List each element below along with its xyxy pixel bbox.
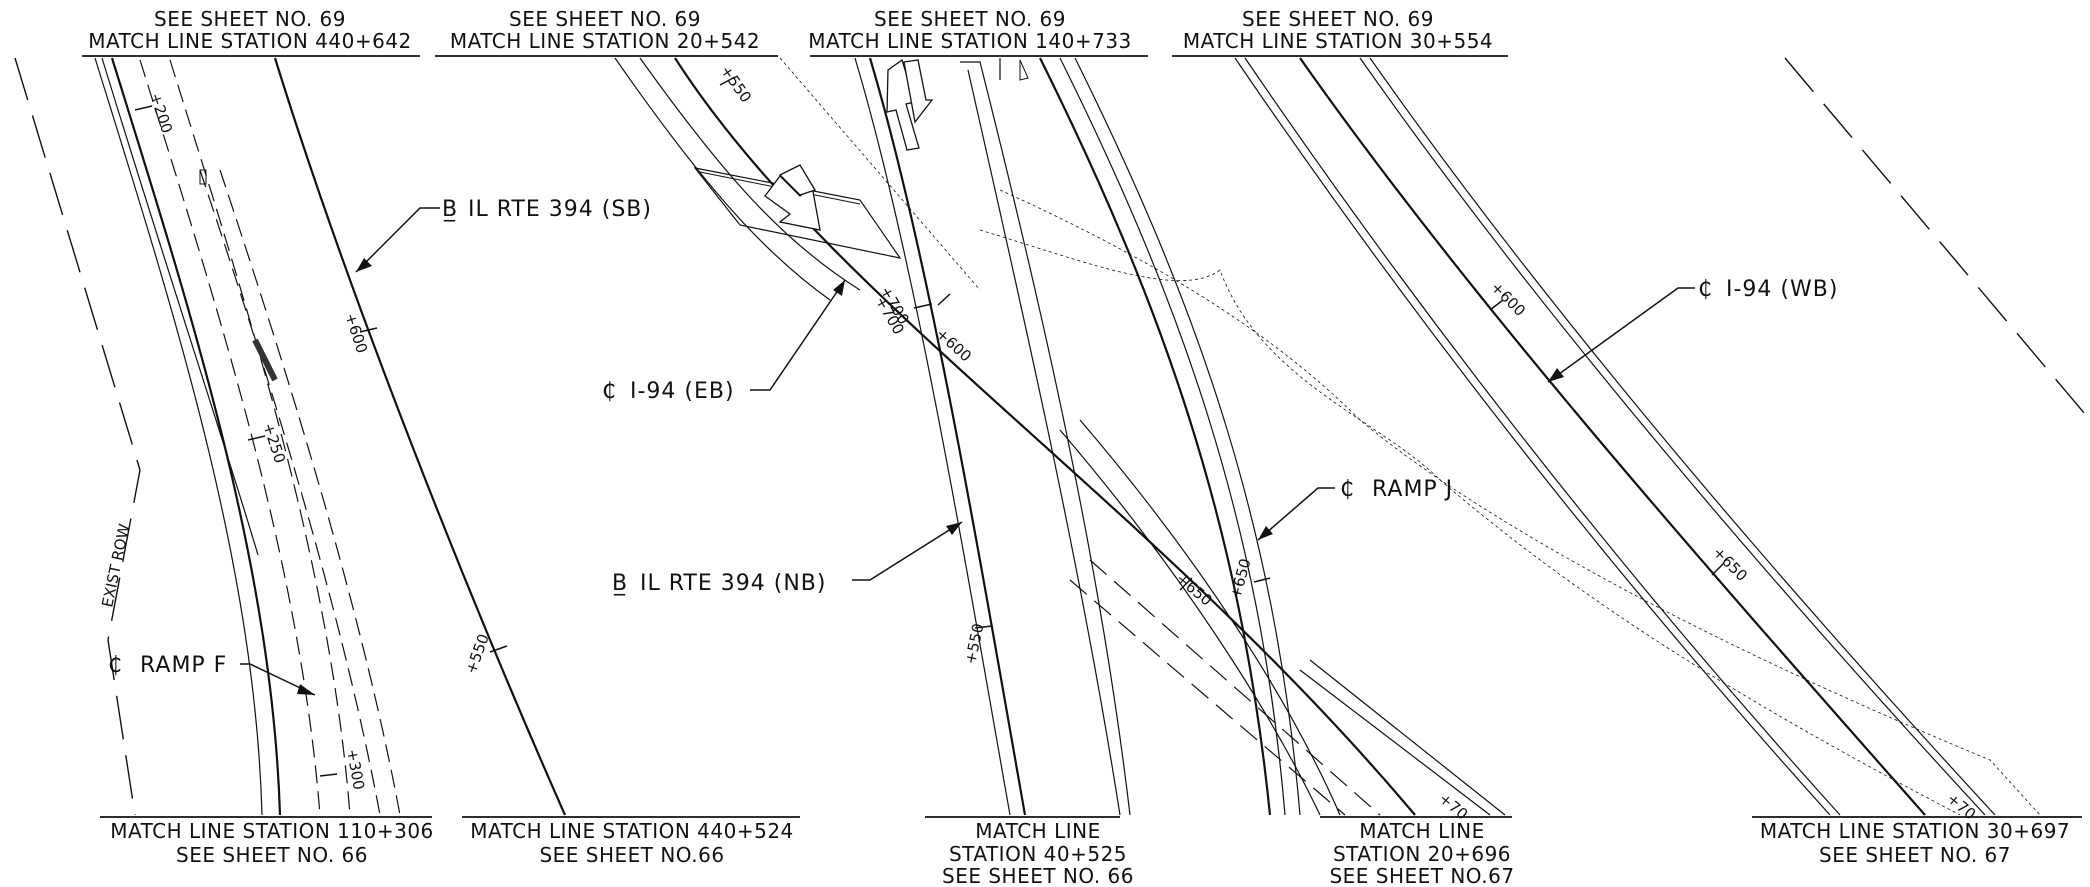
ramp-f-roadway <box>94 57 401 816</box>
station-text: STATION 40+525 <box>949 842 1127 866</box>
see-sheet-text: SEE SHEET NO. 67 <box>1819 843 2011 867</box>
label-i94-eb: ₵ I-94 (EB) <box>602 279 846 404</box>
label-text: IL RTE 394 (SB) <box>468 197 652 222</box>
label-i94-wb: ₵ I-94 (WB) <box>1547 277 1838 383</box>
centerline-symbol: ₵ <box>1340 477 1355 502</box>
match-line-footer-bottom-5: MATCH LINE STATION 30+697 SEE SHEET NO. … <box>1752 816 2082 867</box>
see-sheet-text: SEE SHEET NO. 69 <box>1242 7 1434 31</box>
il394-nb-baseline <box>868 57 1027 816</box>
label-il394-nb: B̲ IL RTE 394 (NB) <box>612 521 963 596</box>
match-line-header-top-4: SEE SHEET NO. 69 MATCH LINE STATION 30+5… <box>1172 7 1508 57</box>
see-sheet-text: SEE SHEET NO. 66 <box>176 843 368 867</box>
see-sheet-text: SEE SHEET NO. 69 <box>509 7 701 31</box>
match-line-text: MATCH LINE <box>1359 819 1484 843</box>
station-label: +200 <box>146 91 176 136</box>
match-line-header-top-3: SEE SHEET NO. 69 MATCH LINE STATION 140+… <box>808 7 1148 57</box>
station-label: +300 <box>343 748 368 792</box>
il394-sb-station-ticks <box>359 327 508 653</box>
see-sheet-text: SEE SHEET NO.66 <box>539 843 724 867</box>
baseline-symbol: B̲ <box>442 197 458 222</box>
il394-sb-baseline <box>273 57 567 816</box>
label-text: I-94 (WB) <box>1726 277 1838 302</box>
i94-eb-roadway <box>614 57 1506 816</box>
ramp-j-centerline <box>1039 57 1272 816</box>
match-line-text: MATCH LINE STATION 440+642 <box>88 29 412 53</box>
ramp-j-roadway <box>960 57 1301 816</box>
match-line-text: MATCH LINE STATION 140+733 <box>808 29 1132 53</box>
label-il394-sb: B̲ IL RTE 394 (SB) <box>355 197 652 273</box>
label-text: RAMP F <box>140 653 227 678</box>
match-line-text: MATCH LINE STATION 110+306 <box>110 819 434 843</box>
ramp-f-station-ticks <box>134 105 338 777</box>
i94-eb-centerline <box>674 57 1416 816</box>
see-sheet-text: SEE SHEET NO. 69 <box>154 7 346 31</box>
centerline-symbol: ₵ <box>108 653 123 678</box>
match-line-text: MATCH LINE STATION 30+554 <box>1183 29 1493 53</box>
centerline-symbol: ₵ <box>1698 277 1713 302</box>
see-sheet-text: SEE SHEET NO.67 <box>1329 864 1514 887</box>
row-dotted-lines <box>779 57 2041 816</box>
match-line-text: MATCH LINE STATION 20+542 <box>450 29 760 53</box>
i94-wb-station-ticks <box>1489 299 1725 576</box>
label-ramp-j: ₵ RAMP J <box>1257 477 1453 541</box>
match-line-footer-bottom-2: MATCH LINE STATION 440+524 SEE SHEET NO.… <box>462 816 800 867</box>
i94-wb-roadway <box>1234 57 1996 816</box>
match-line-footer-bottom-1: MATCH LINE STATION 110+306 SEE SHEET NO.… <box>100 816 434 867</box>
i94-wb-centerline <box>1299 57 1926 816</box>
station-label: +600 <box>341 311 371 356</box>
ramp-f-centerline <box>110 57 282 816</box>
match-line-header-top-1: SEE SHEET NO. 69 MATCH LINE STATION 440+… <box>82 7 420 57</box>
match-line-text: MATCH LINE <box>975 819 1100 843</box>
match-line-header-top-2: SEE SHEET NO. 69 MATCH LINE STATION 20+5… <box>435 7 778 57</box>
exist-row-label: EXIST ROW <box>98 522 133 609</box>
exist-row-line-right <box>1784 57 2090 421</box>
match-line-footer-bottom-4: MATCH LINE STATION 20+696 SEE SHEET NO.6… <box>1320 816 1514 887</box>
station-label: +650 <box>1709 543 1751 585</box>
ramp-j-station-ticks <box>1253 577 1271 583</box>
match-line-footer-bottom-3: MATCH LINE STATION 40+525 SEE SHEET NO. … <box>925 816 1134 887</box>
station-label: +550 <box>462 631 493 676</box>
label-text: IL RTE 394 (NB) <box>640 571 826 596</box>
see-sheet-text: SEE SHEET NO. 66 <box>942 864 1134 887</box>
match-line-text: MATCH LINE STATION 440+524 <box>470 819 794 843</box>
centerline-symbol: ₵ <box>602 379 617 404</box>
see-sheet-text: SEE SHEET NO. 69 <box>874 7 1066 31</box>
il394-nb-roadway <box>854 57 1027 816</box>
label-text: RAMP J <box>1372 477 1453 502</box>
i94-eb-station-ticks <box>719 76 1193 591</box>
traffic-arrow-icon <box>886 58 934 151</box>
station-text: STATION 20+696 <box>1333 842 1511 866</box>
match-line-text: MATCH LINE STATION 30+697 <box>1760 819 2070 843</box>
station-label: +550 <box>961 622 987 666</box>
label-text: I-94 (EB) <box>630 379 735 404</box>
label-ramp-f: ₵ RAMP F <box>108 653 316 696</box>
il394-nb-station-ticks <box>913 303 993 629</box>
exist-row-line <box>14 57 141 816</box>
station-label: +250 <box>259 421 289 466</box>
traffic-arrow-icon <box>764 164 821 231</box>
baseline-symbol: B̲ <box>612 571 628 596</box>
